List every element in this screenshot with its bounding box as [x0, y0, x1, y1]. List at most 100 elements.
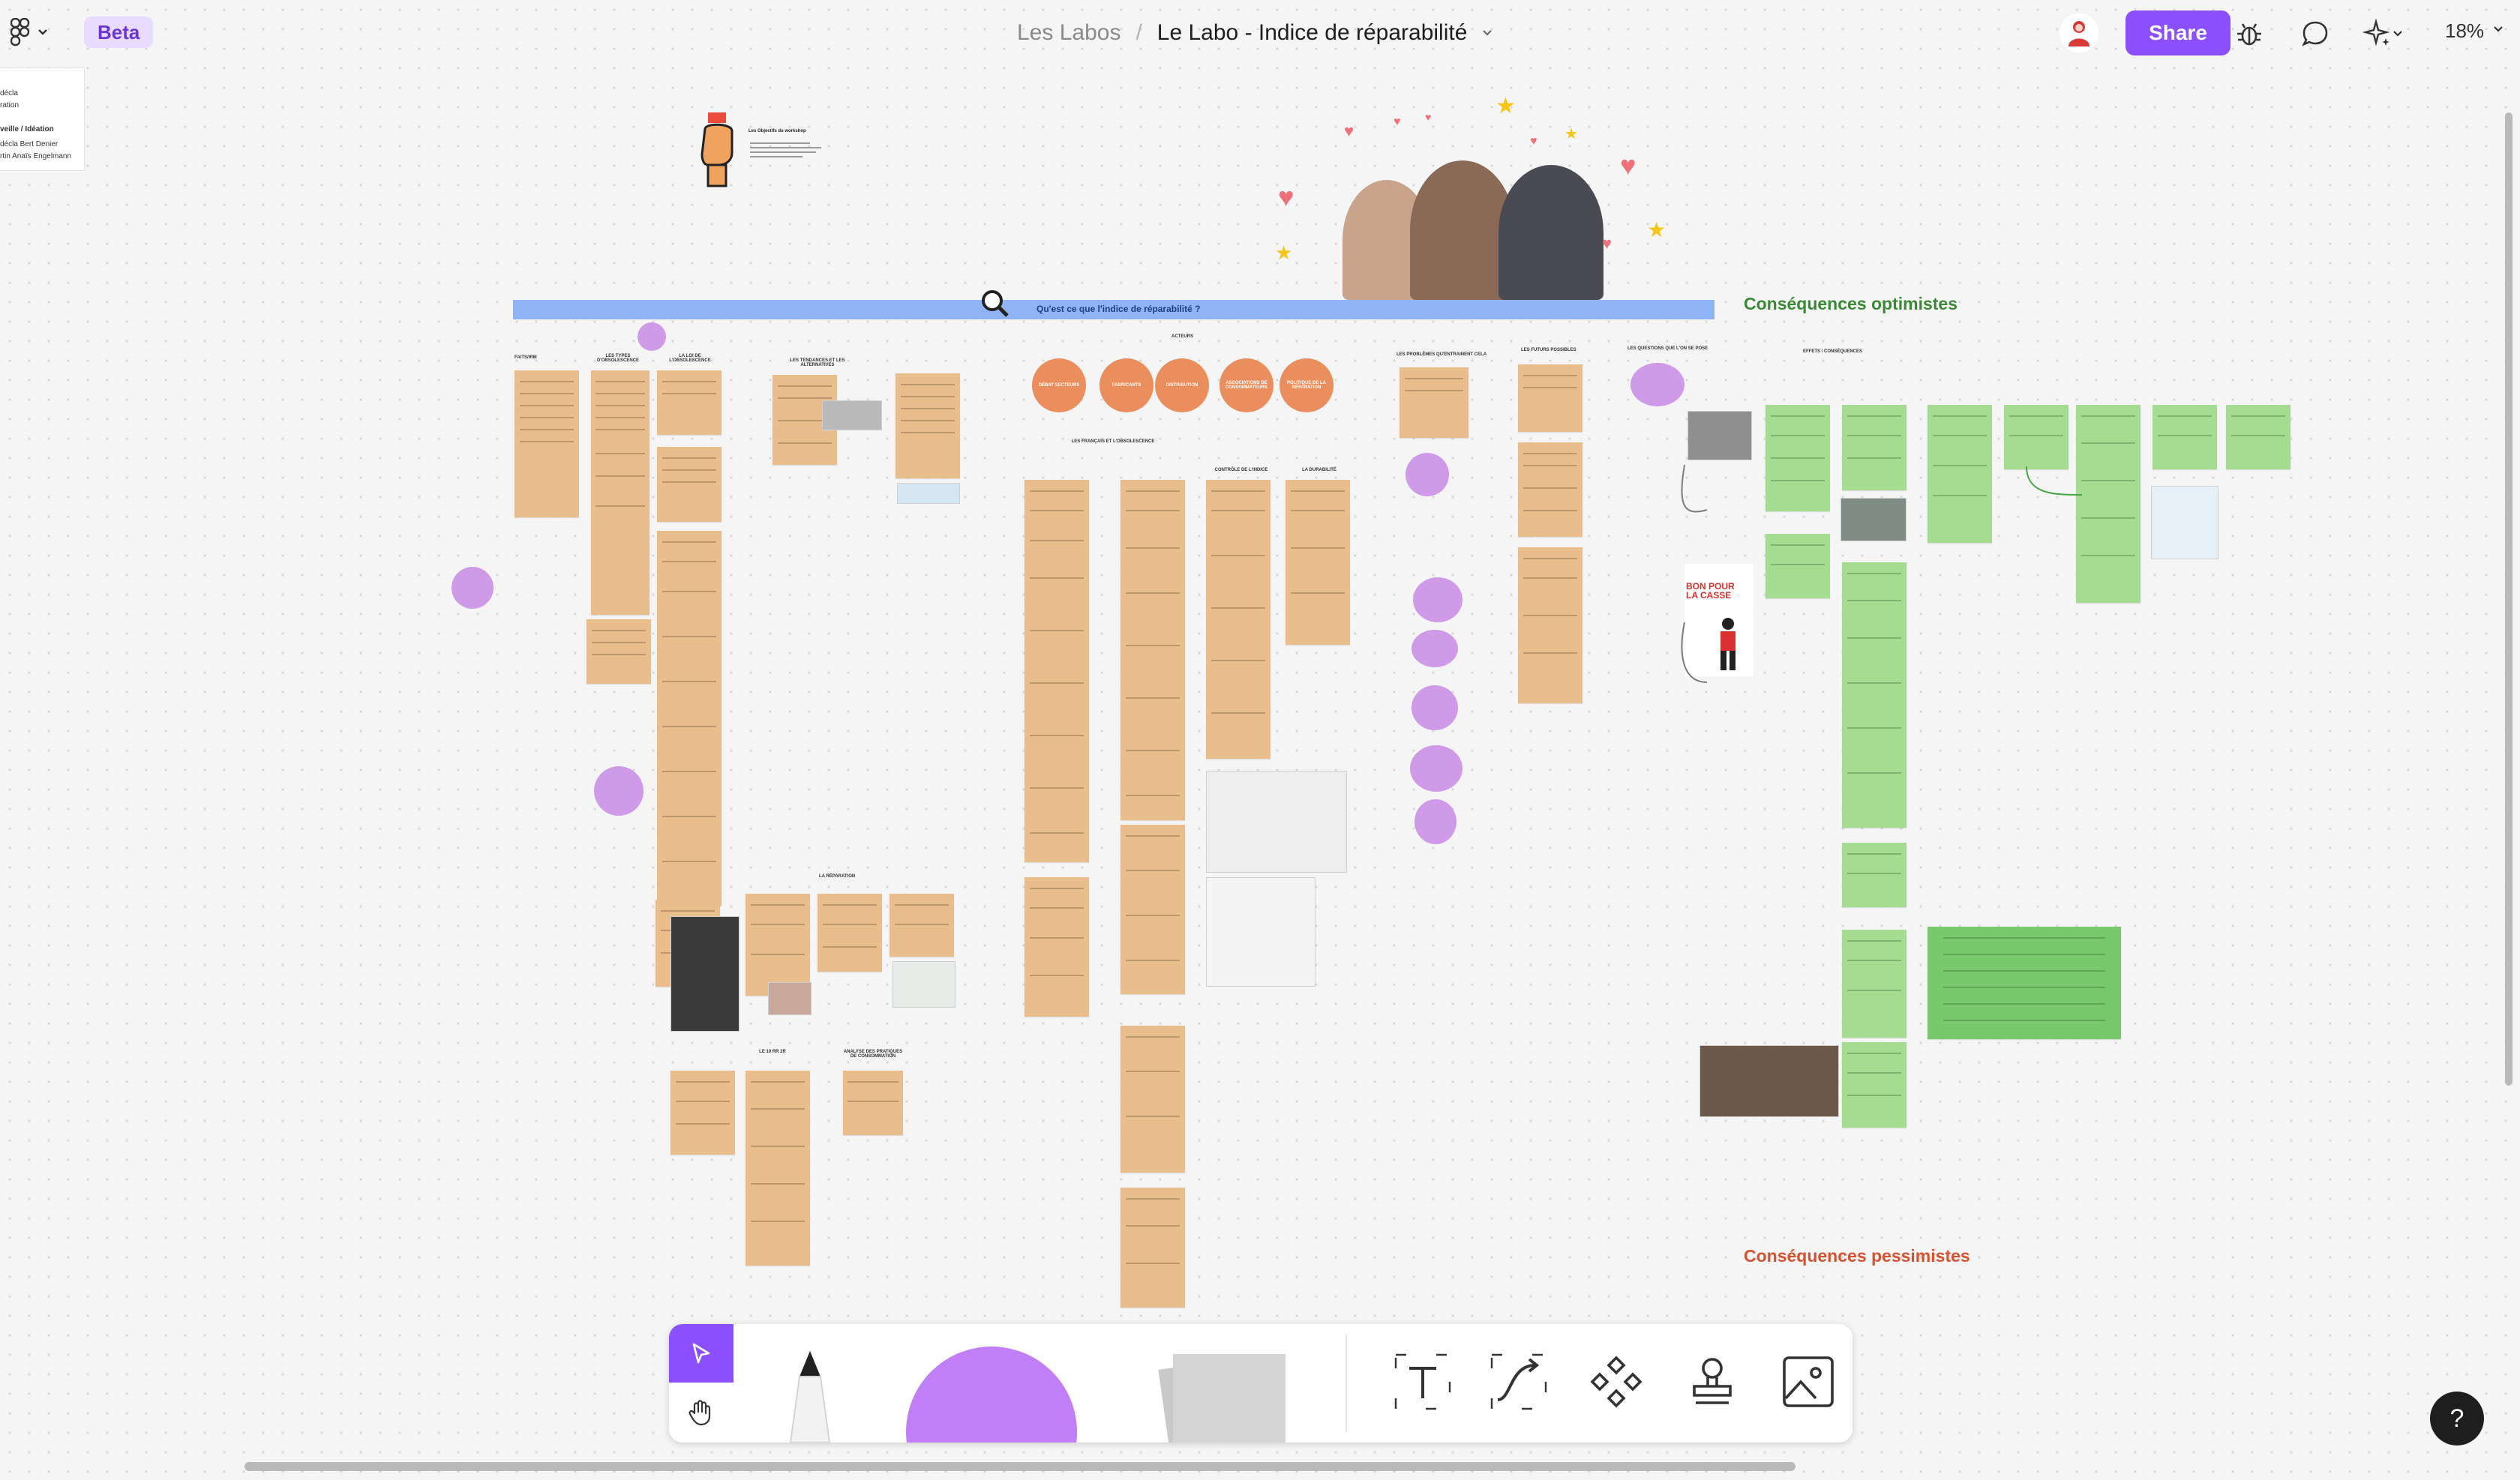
sticky-note-green[interactable]	[1842, 843, 1906, 907]
stamp-tool-button[interactable]	[1680, 1350, 1744, 1414]
headline-text: Qu'est ce que l'indice de réparabilité ?	[1036, 304, 1201, 314]
image-thumbnail[interactable]	[768, 982, 812, 1015]
vertical-scrollbar[interactable]	[2505, 112, 2512, 1086]
page-item[interactable]: décla	[0, 89, 18, 97]
purple-circle[interactable]	[1412, 685, 1458, 730]
sticky-note[interactable]	[514, 370, 579, 517]
pencil-tool-icon[interactable]	[780, 1347, 840, 1443]
sticky-note[interactable]	[1518, 364, 1582, 432]
sticky-note[interactable]	[896, 373, 960, 478]
breadcrumb-team[interactable]: Les Labos	[1017, 20, 1121, 45]
sticky-note-green[interactable]	[1842, 405, 1906, 490]
sticky-note[interactable]	[1286, 480, 1350, 645]
sticky-note[interactable]	[818, 894, 882, 972]
sticky-note[interactable]	[1024, 877, 1089, 1017]
sticky-note-green[interactable]	[1842, 1042, 1906, 1128]
sticky-note-green[interactable]	[2226, 405, 2290, 469]
sticky-note[interactable]	[1518, 547, 1582, 703]
main-menu-button[interactable]	[10, 15, 63, 49]
sticky-note-green[interactable]	[1928, 927, 2121, 1039]
bug-report-button[interactable]	[2230, 15, 2268, 52]
purple-circle[interactable]	[1630, 363, 1684, 406]
chevron-down-icon[interactable]	[1482, 29, 1492, 37]
ai-actions-button[interactable]	[2355, 15, 2410, 52]
purple-circle[interactable]	[1414, 799, 1456, 844]
sticky-note[interactable]	[746, 1071, 810, 1266]
sticky-note[interactable]	[1024, 480, 1089, 862]
image-thumbnail[interactable]	[1840, 498, 1906, 541]
purple-circle[interactable]	[594, 766, 644, 816]
sticky-note-green[interactable]	[1928, 405, 1992, 543]
sticky-note[interactable]	[657, 370, 722, 435]
team-photo[interactable]	[1298, 150, 1640, 300]
sticky-note-green[interactable]	[1842, 930, 1906, 1038]
purple-circle[interactable]	[1406, 453, 1449, 496]
image-thumbnail[interactable]	[892, 961, 956, 1008]
actor-circle[interactable]: DISTRIBUTION	[1155, 358, 1209, 412]
actor-circle[interactable]: ASSOCIATIONS DE CONSOMMATEURS	[1220, 358, 1274, 412]
sticky-note[interactable]	[843, 1071, 903, 1135]
document-table-image[interactable]	[1206, 877, 1316, 987]
purple-circle[interactable]	[1413, 577, 1462, 622]
sticky-note[interactable]	[657, 531, 722, 906]
actor-circle[interactable]: DÉBAT SECTEURS	[1032, 358, 1086, 412]
sticky-note[interactable]	[1518, 442, 1582, 537]
pages-panel[interactable]: décla ration veille / Idéation décla Ber…	[0, 67, 85, 171]
sticky-note-green[interactable]	[2152, 405, 2217, 469]
sticky-note[interactable]	[890, 894, 954, 957]
components-tool-button[interactable]	[1584, 1350, 1648, 1414]
heart-sticker-icon: ♥	[1394, 115, 1401, 128]
image-thumbnail[interactable]	[897, 483, 960, 504]
comments-button[interactable]	[2296, 15, 2334, 52]
sticky-note-green[interactable]	[2004, 405, 2068, 469]
sticky-note-tool-icon[interactable]	[1173, 1354, 1286, 1443]
image-tool-button[interactable]	[1776, 1350, 1840, 1414]
sticky-note-green[interactable]	[2076, 405, 2140, 603]
hand-tool-button[interactable]	[669, 1383, 734, 1443]
page-item[interactable]: ration	[0, 101, 20, 109]
help-button[interactable]: ?	[2430, 1392, 2484, 1446]
sticky-note[interactable]	[657, 447, 722, 522]
chevron-down-icon[interactable]	[2493, 25, 2504, 33]
select-tool-button[interactable]	[669, 1324, 734, 1383]
purple-circle[interactable]	[638, 322, 666, 351]
image-thumbnail[interactable]	[670, 916, 740, 1032]
horizontal-scrollbar[interactable]	[244, 1462, 1796, 1471]
image-thumbnail[interactable]	[2151, 486, 2218, 559]
share-button[interactable]: Share	[2126, 10, 2230, 55]
sticky-note-green[interactable]	[1766, 405, 1830, 511]
shape-tool-circle-icon[interactable]	[906, 1347, 1077, 1443]
sticky-note[interactable]	[1206, 480, 1270, 759]
zoom-level[interactable]: 18%	[2445, 19, 2485, 42]
image-thumbnail[interactable]	[1700, 1045, 1839, 1117]
connector-tool-button[interactable]	[1486, 1350, 1551, 1414]
column-title: ACTEURS	[1172, 334, 1194, 339]
page-item-active[interactable]: veille / Idéation	[0, 125, 54, 133]
image-thumbnail[interactable]	[822, 400, 882, 430]
sticky-note[interactable]	[746, 894, 810, 996]
sticky-note[interactable]	[591, 370, 650, 615]
sticky-note[interactable]	[1120, 825, 1185, 994]
file-name[interactable]: Le Labo - Indice de réparabilité	[1156, 20, 1468, 45]
purple-circle[interactable]	[452, 567, 494, 609]
page-item[interactable]: rtin Anaïs Engelmann	[0, 152, 72, 160]
purple-circle[interactable]	[1410, 745, 1462, 792]
image-thumbnail[interactable]	[1688, 411, 1752, 460]
avatar[interactable]	[2060, 13, 2098, 52]
magazine-cover[interactable]: BON POUR LA CASSE	[1684, 564, 1754, 676]
document-table-image[interactable]	[1206, 771, 1347, 873]
sticky-note[interactable]	[586, 619, 651, 684]
sticky-note-green[interactable]	[1842, 562, 1906, 828]
purple-circle[interactable]	[1412, 630, 1458, 667]
text-tool-button[interactable]	[1390, 1350, 1455, 1414]
actor-circle[interactable]: FABRICANTS	[1100, 358, 1154, 412]
sticky-note-green[interactable]	[1766, 534, 1830, 598]
page-item[interactable]: décla Bert Denier	[0, 140, 58, 148]
sticky-note[interactable]	[1120, 480, 1185, 820]
actor-circle[interactable]: POLITIQUE DE LA RÉPARATION	[1280, 358, 1334, 412]
sticky-note[interactable]	[1120, 1026, 1185, 1173]
sticky-note[interactable]	[1120, 1188, 1185, 1308]
headline-banner[interactable]	[513, 300, 1714, 319]
sticky-note[interactable]	[670, 1071, 735, 1155]
sticky-note[interactable]	[1400, 367, 1468, 438]
